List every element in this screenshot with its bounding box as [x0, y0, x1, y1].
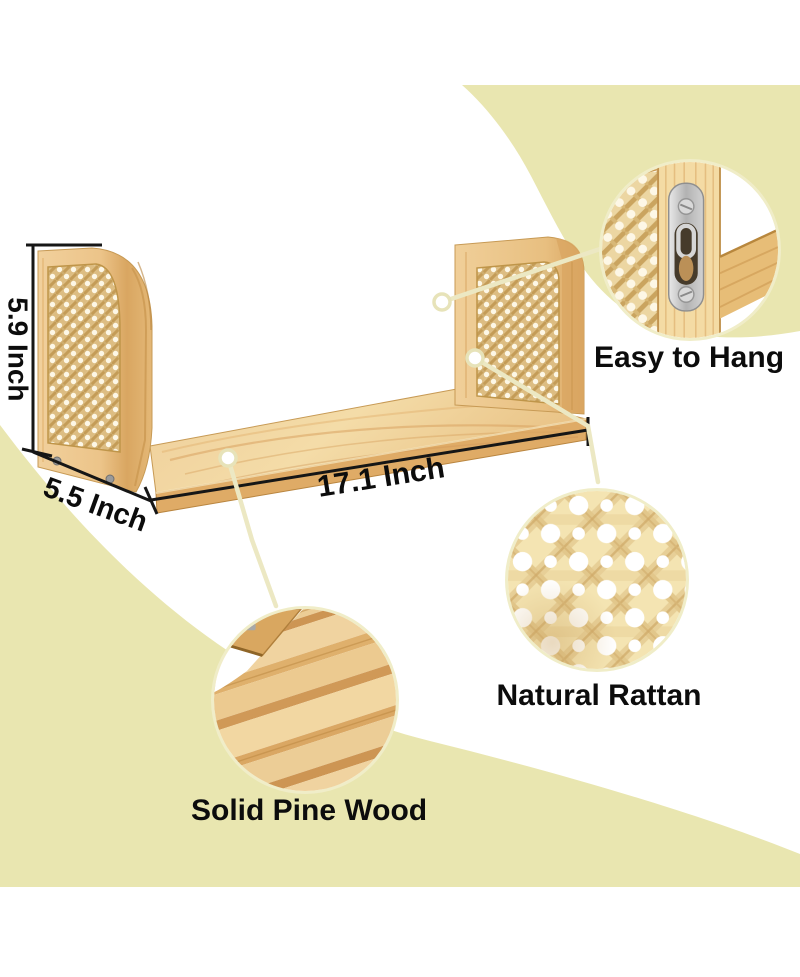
solid-pine-wood-label: Solid Pine Wood — [191, 794, 428, 827]
height-dimension-label: 5.9 Inch — [2, 297, 34, 402]
bg-accent-band — [0, 425, 800, 887]
callout-leader-lines — [225, 240, 621, 609]
natural-rattan-photo-circle — [505, 488, 689, 672]
width-dimension-line — [150, 428, 589, 502]
pine-grain-detail — [214, 609, 396, 791]
left-side-panel — [37, 247, 153, 493]
dimension-lines — [21, 243, 590, 515]
callout-line-solid-pine-wood — [225, 455, 279, 609]
right-panel-rattan-inset — [476, 261, 560, 405]
shelf-edge-wedge — [719, 228, 778, 319]
rattan-weave-detail — [508, 491, 686, 669]
easy-to-hang-photo-circle — [599, 159, 781, 341]
callout-line-easy-to-hang — [439, 240, 621, 305]
hanging-bracket-detail — [602, 162, 778, 338]
right-side-panel — [454, 236, 585, 415]
left-panel-rattan-inset — [47, 263, 121, 453]
callout-dots — [218, 292, 485, 468]
keyhole-bracket-icon — [668, 182, 705, 312]
natural-rattan-label: Natural Rattan — [496, 679, 702, 712]
callout-dot-easy-to-hang — [432, 292, 452, 312]
depth-dimension-tick — [143, 486, 159, 515]
easy-to-hang-label: Easy to Hang — [593, 341, 785, 374]
callout-line-natural-rattan — [472, 355, 601, 485]
depth-dimension-line — [32, 450, 152, 503]
solid-pine-wood-photo-circle — [211, 606, 399, 794]
callout-dot-natural-rattan — [465, 348, 485, 368]
callout-dot-solid-pine-wood — [218, 448, 238, 468]
